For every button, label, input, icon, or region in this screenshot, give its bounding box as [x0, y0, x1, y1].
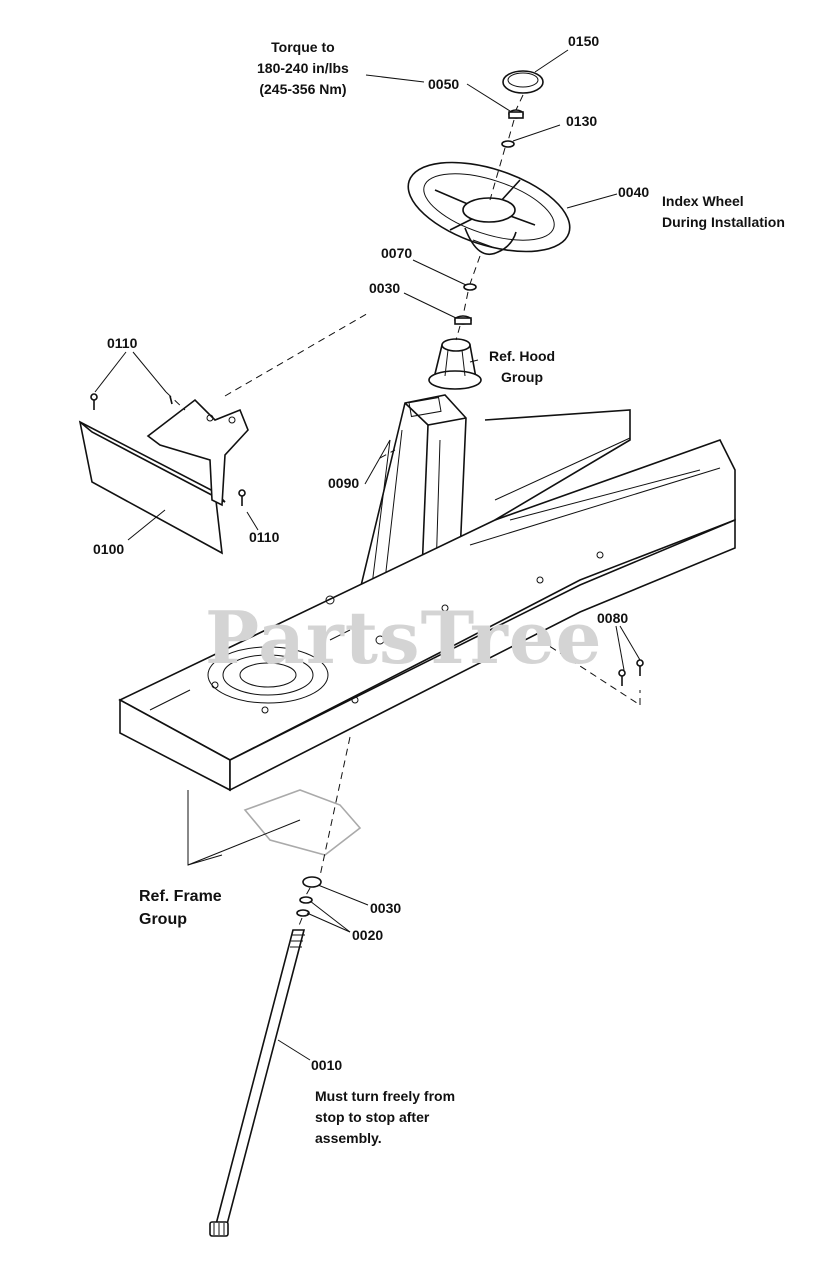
callout-0150: 0150	[568, 33, 600, 49]
callout-0110-upper: 0110	[107, 335, 138, 351]
frame-bracket	[243, 789, 362, 856]
index-wheel-note-line: Index Wheel	[662, 193, 744, 209]
callout-0100: 0100	[93, 541, 125, 557]
callout-0130: 0130	[566, 113, 598, 129]
must-turn-note-line: stop to stop after	[315, 1109, 430, 1125]
spacer-lower-part	[296, 896, 313, 917]
must-turn-note: Must turn freely from stop to stop after…	[315, 1086, 455, 1149]
leader-lines	[94, 49, 641, 1061]
torque-note-line: (245-356 Nm)	[259, 81, 347, 97]
watermark-text: PartsTree	[205, 595, 603, 680]
bushing-lower-part	[302, 876, 322, 888]
callout-0030-upper: 0030	[369, 280, 401, 296]
ref-frame-note-line: Ref. Frame	[139, 888, 222, 905]
ref-frame-note: Ref. Frame Group	[139, 885, 222, 931]
torque-note: Torque to 180-240 in/lbs (245-356 Nm)	[257, 37, 349, 100]
callout-0110-lower: 0110	[249, 529, 280, 545]
alignment-lines	[165, 94, 641, 929]
torque-note-line: 180-240 in/lbs	[257, 60, 349, 76]
callout-0010: 0010	[311, 1057, 343, 1073]
callout-0040: 0040	[618, 184, 650, 200]
ref-hood-note: Ref. Hood Group	[489, 346, 555, 388]
washer-part	[501, 140, 515, 148]
index-wheel-note: Index Wheel During Installation	[662, 191, 785, 233]
must-turn-note-line: assembly.	[315, 1130, 382, 1146]
bushing-upper-part	[454, 315, 472, 325]
ref-frame-note-line: Group	[139, 911, 187, 928]
screw-part	[90, 393, 246, 506]
callout-0020: 0020	[352, 927, 384, 943]
torque-note-line: Torque to	[271, 39, 335, 55]
hood-bushing-part	[428, 338, 482, 390]
steering-wheel-cap	[502, 70, 544, 94]
index-wheel-note-line: During Installation	[662, 214, 785, 230]
bolt-part	[618, 659, 644, 686]
callout-0080: 0080	[597, 610, 629, 626]
callout-0090: 0090	[328, 475, 360, 491]
callout-0070: 0070	[381, 245, 413, 261]
ref-hood-note-line: Ref. Hood	[489, 348, 556, 364]
must-turn-note-line: Must turn freely from	[315, 1088, 456, 1104]
ref-hood-note-line: Group	[501, 369, 544, 385]
frame-chassis	[118, 409, 736, 792]
nut-part	[508, 109, 524, 119]
dash-panel-part	[78, 398, 249, 555]
steering-wheel	[407, 161, 571, 256]
callout-0050: 0050	[428, 76, 460, 92]
callout-0030-lower: 0030	[370, 900, 402, 916]
steering-shaft	[209, 929, 306, 1237]
